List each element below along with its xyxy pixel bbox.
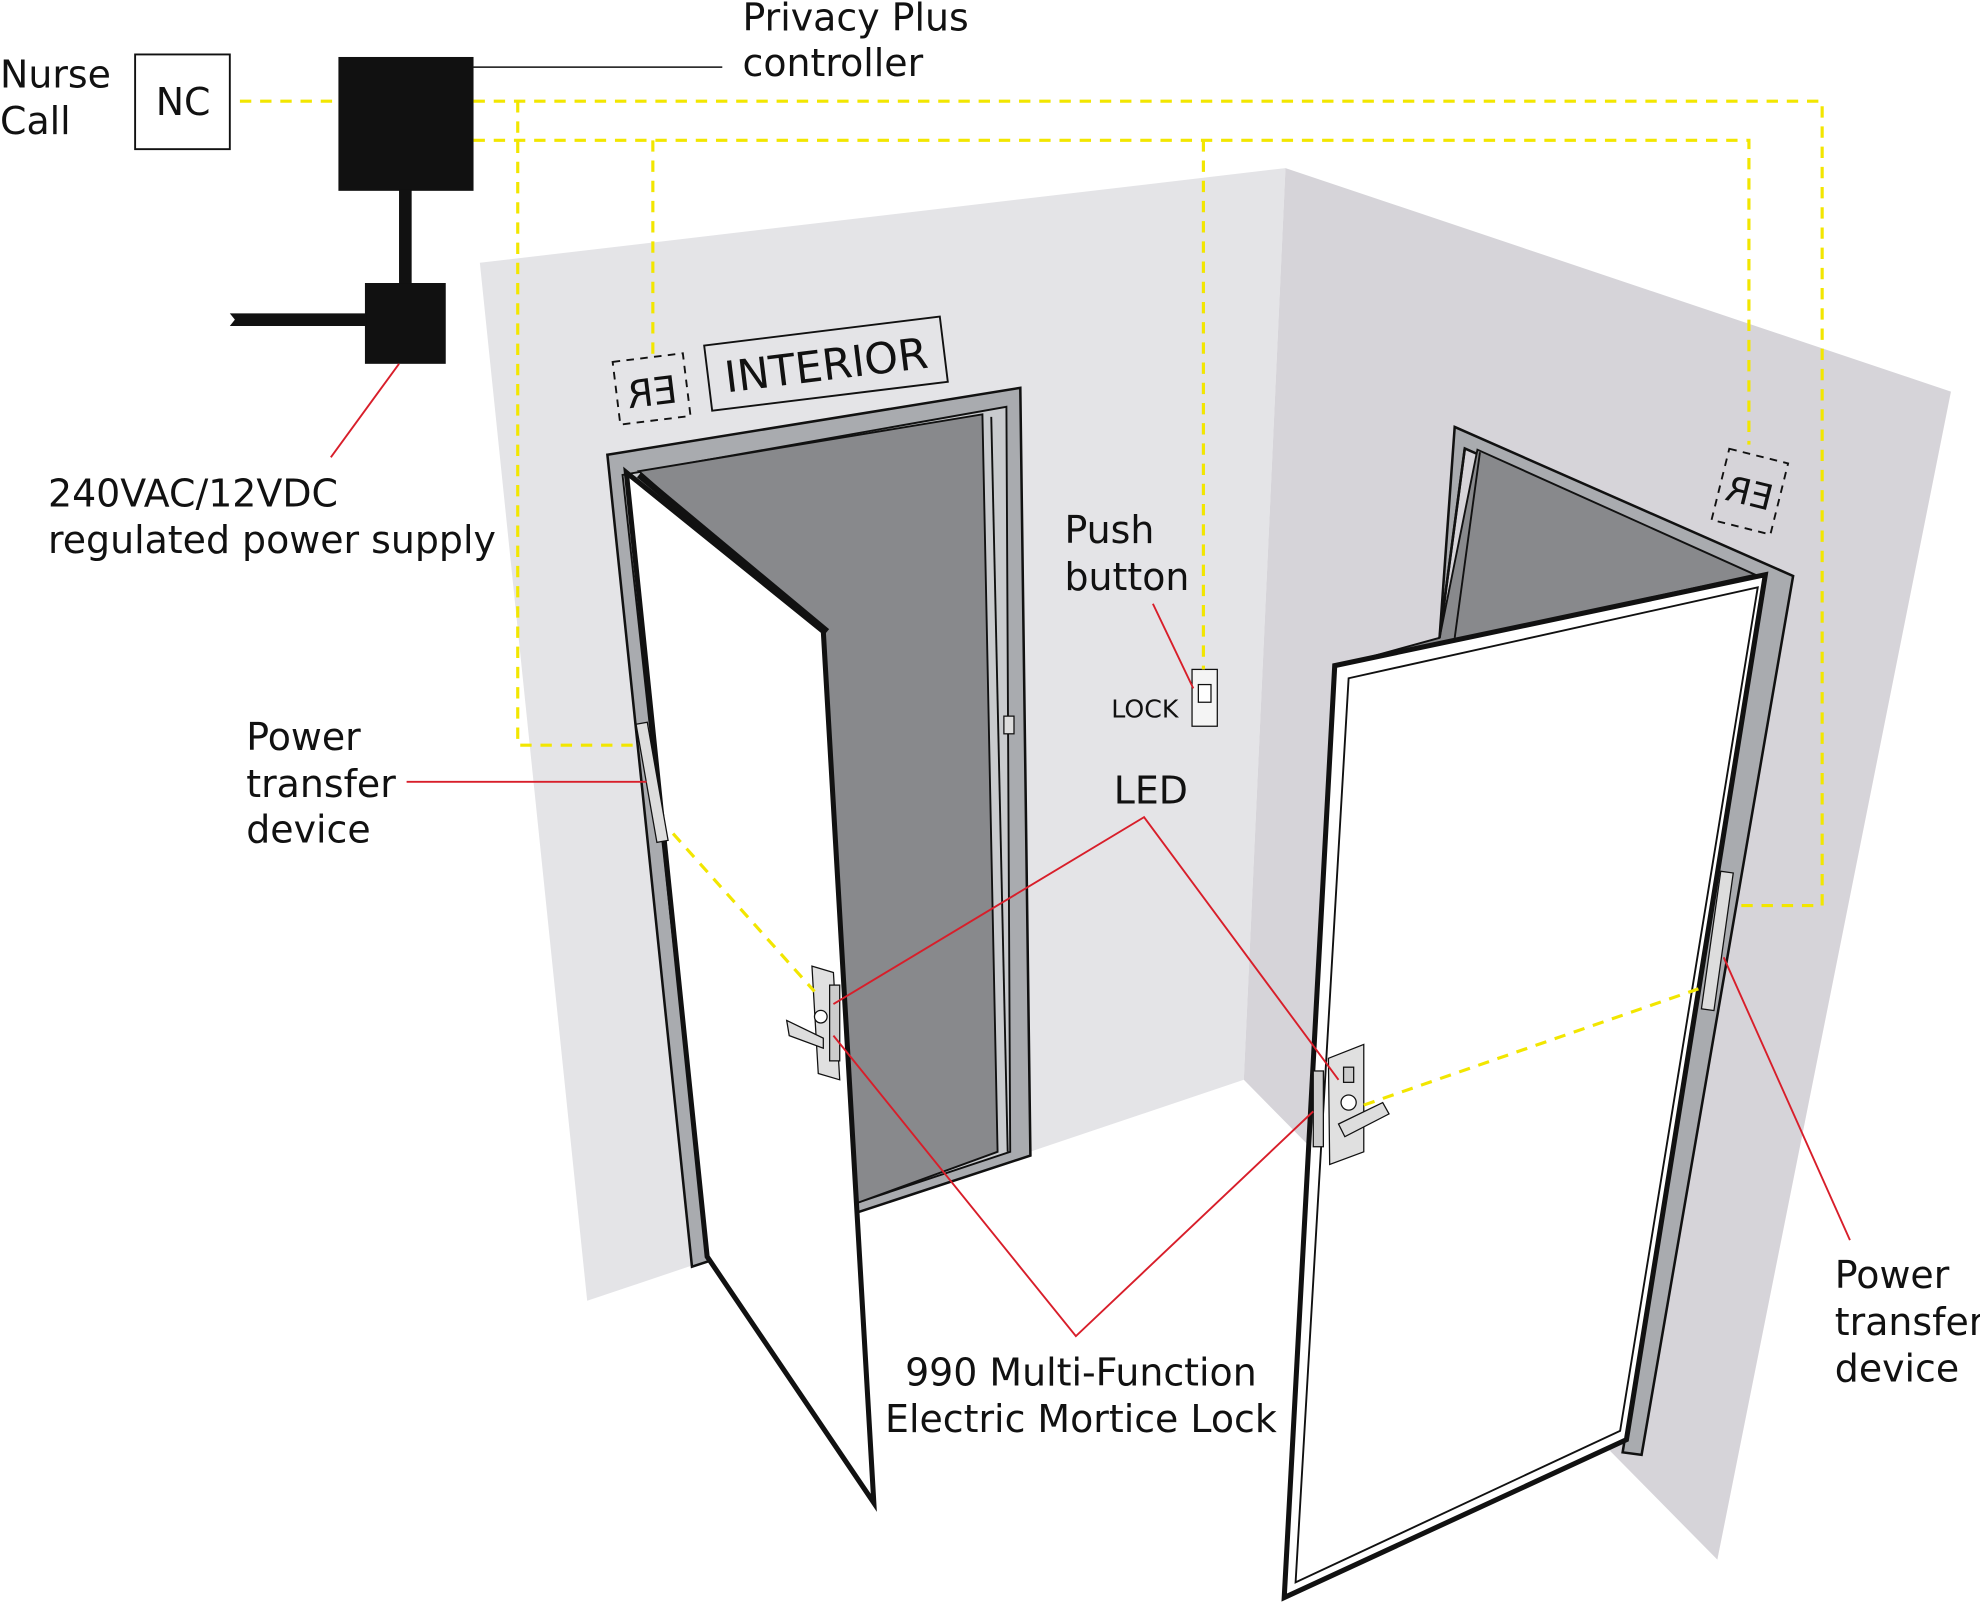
nc-box [134,53,231,151]
right-power-transfer-device [1700,870,1734,1012]
left-mortice-lock [785,965,841,1081]
er-sign-right: ER [1710,447,1790,536]
nurse-call-label: Nurse [0,52,111,96]
leader-lines [330,363,1851,1338]
mains-cable [229,313,367,326]
ptd-left-label-3: device [246,807,370,851]
lock-label: LOCK [1111,694,1180,723]
ptd-right-label-3: device [1835,1347,1959,1391]
wiring [239,99,1824,1107]
push-button-label-2: button [1065,555,1190,599]
lock-label-title: 990 Multi-Function [905,1350,1257,1394]
privacy-plus-controller [338,56,474,191]
push-button-label: Push [1065,508,1155,552]
left-power-transfer-device [635,721,669,844]
controller-psu-cable [399,189,412,286]
push-button-device[interactable] [1191,668,1218,727]
right-door-assembly [1281,425,1795,1602]
ptd-left-label-2: transfer [246,762,396,806]
er-sign-left-text: ER [624,367,679,417]
controller-label-2: controller [743,41,924,85]
psu-label-2: regulated power supply [48,518,496,562]
nc-box-text: NC [156,80,211,124]
psu-label: 240VAC/12VDC [48,472,338,516]
er-sign-left: ER [611,352,692,426]
ptd-right-label: Power [1835,1253,1950,1297]
ptd-left-label: Power [246,715,361,759]
lock-label-title-2: Electric Mortice Lock [885,1397,1277,1441]
left-door-panel[interactable] [623,466,877,1512]
right-mortice-lock [1312,1043,1390,1166]
power-supply-unit [364,283,446,364]
ptd-right-label-2: transfer [1835,1300,1980,1344]
right-door-panel[interactable] [1281,571,1769,1602]
led-label: LED [1114,768,1188,812]
nurse-call-label-2: Call [0,99,71,143]
left-door-assembly [606,386,1032,1512]
controller-label: Privacy Plus [743,0,969,39]
